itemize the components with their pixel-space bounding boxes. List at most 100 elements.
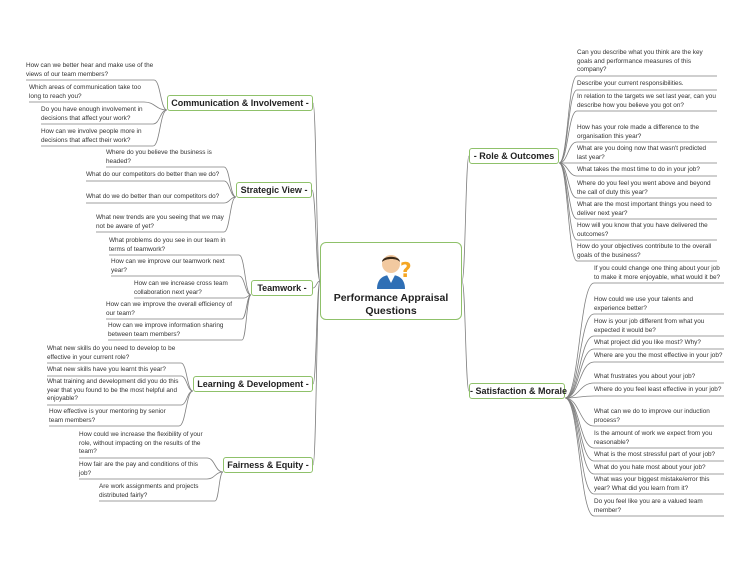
leaf-communication-1[interactable]: How can we better hear and make use of t… [26,62,154,78]
connector-line [312,280,321,289]
connector-line [311,189,321,282]
connector-line [312,102,321,282]
connector-line [223,166,237,198]
leaf-learning-4[interactable]: How effective is your mentoring by senio… [49,408,166,424]
connector-line [238,275,252,296]
leaf-fairness-3[interactable]: Are work assignments and projects distri… [99,483,199,499]
leaf-role-10[interactable]: How do your objectives contribute to the… [577,243,712,259]
leaf-satisfaction-12[interactable]: What was your biggest mistake/error this… [594,476,710,492]
connector-line [564,395,595,399]
leaf-communication-2[interactable]: Which areas of communication take too lo… [29,84,141,100]
central-topic[interactable]: ? Performance Appraisal Questions [320,242,462,320]
branch-fairness-equity[interactable]: Fairness & Equity - [223,457,313,473]
leaf-satisfaction-3[interactable]: How is your job different from what you … [594,318,705,334]
connector-line [238,254,252,296]
connector-line [564,282,595,399]
leaf-role-5[interactable]: What are you doing now that wasn't predi… [577,145,707,161]
branch-teamwork[interactable]: Teamwork - [251,280,313,296]
svg-text:?: ? [400,258,412,282]
connector-line [564,397,595,475]
leaf-role-1[interactable]: Can you describe what you think are the … [577,49,703,74]
leaf-role-2[interactable]: Describe your current responsibilities. [577,80,684,87]
connector-line [564,397,595,449]
leaf-teamwork-3[interactable]: How can we increase cross team collabora… [134,280,228,296]
leaf-satisfaction-4[interactable]: What project did you like most? Why? [594,339,701,346]
connector-line [206,471,224,480]
branch-label: Teamwork [257,283,302,293]
leaf-communication-4[interactable]: How can we involve people more in decisi… [41,128,142,144]
branch-label: Satisfaction & Morale [475,386,568,396]
connector-line [152,109,168,147]
leaf-satisfaction-5[interactable]: Where are you the most effective in your… [594,352,723,359]
connector-line [312,280,321,466]
branch-communication-involvement[interactable]: Communication & Involvement - [167,95,313,111]
connector-line [564,397,595,517]
leaf-satisfaction-9[interactable]: Is the amount of work we expect from you… [594,430,713,446]
leaf-role-6[interactable]: What takes the most time to do in your j… [577,166,700,173]
branch-label: Learning & Development [197,379,304,389]
leaf-role-8[interactable]: What are the most important things you n… [577,201,712,217]
connector-line [180,375,194,392]
leaf-learning-1[interactable]: What new skills do you need to develop t… [47,345,176,361]
central-topic-title: Performance Appraisal Questions [321,292,461,318]
connector-line [558,75,578,164]
person-question-icon: ? [377,255,412,289]
connector-line [564,335,595,399]
connector-line [558,141,578,164]
connector-line [564,348,595,399]
branch-learning-development[interactable]: Learning & Development - [193,376,313,392]
leaf-fairness-1[interactable]: How could we increase the flexibility of… [79,431,203,456]
leaf-role-7[interactable]: Where do you feel you went above and bey… [577,180,711,196]
branch-strategic-view[interactable]: Strategic View - [236,182,312,198]
leaf-satisfaction-11[interactable]: What do you hate most about your job? [594,464,706,471]
leaf-teamwork-1[interactable]: What problems do you see in our team in … [109,237,226,253]
leaf-learning-3[interactable]: What training and development did you do… [47,378,179,403]
leaf-satisfaction-6[interactable]: What frustrates you about your job? [594,373,696,380]
connector-line [558,162,578,241]
connector-line [223,196,237,233]
connector-line [461,280,470,392]
leaf-teamwork-2[interactable]: How can we improve our teamwork next yea… [111,258,225,274]
leaf-satisfaction-13[interactable]: Do you feel like you are a valued team m… [594,498,703,514]
leaf-strategic-4[interactable]: What new trends are you seeing that we m… [96,214,224,230]
leaf-role-9[interactable]: How will you know that you have delivere… [577,222,708,238]
leaf-fairness-2[interactable]: How fair are the pay and conditions of t… [79,461,199,477]
connector-line [558,110,578,164]
branch-label: Fairness & Equity [227,460,304,470]
connector-line [178,390,194,427]
leaf-learning-2[interactable]: What new skills have you learnt this yea… [47,366,166,373]
branch-role-outcomes[interactable]: - Role & Outcomes [469,148,559,164]
connector-line [564,361,595,399]
connector-line [564,313,595,399]
leaf-teamwork-5[interactable]: How can we improve information sharing b… [108,322,224,338]
leaf-communication-3[interactable]: Do you have enough involvement in decisi… [41,106,143,122]
leaf-satisfaction-8[interactable]: What can we do to improve our induction … [594,408,710,424]
connector-line [461,155,470,282]
leaf-strategic-2[interactable]: What do our competitors do better than w… [86,171,220,178]
connector-line [558,162,578,262]
connector-line [223,180,237,198]
connector-line [143,101,168,111]
connector-line [206,457,224,473]
connector-line [214,471,224,502]
leaf-role-4[interactable]: How has your role made a difference to t… [577,124,700,140]
connector-line [564,397,595,462]
branch-label: Strategic View [240,185,302,195]
leaf-strategic-3[interactable]: What do we do better than our competitor… [86,193,220,200]
branch-label: Communication & Involvement [171,98,304,108]
connector-line [312,280,321,385]
leaf-satisfaction-2[interactable]: How could we use your talents and experi… [594,296,694,312]
branch-label: Role & Outcomes [479,151,555,161]
connector-line [241,294,252,341]
leaf-satisfaction-10[interactable]: What is the most stressful part of your … [594,451,716,458]
leaf-role-3[interactable]: In relation to the targets we set last y… [577,93,716,109]
leaf-strategic-1[interactable]: Where do you believe the business is hea… [106,149,212,165]
branch-satisfaction-morale[interactable]: - Satisfaction & Morale [469,383,568,399]
central-title-line1: Performance Appraisal [333,292,449,304]
leaf-satisfaction-7[interactable]: Where do you feel least effective in you… [594,386,722,393]
leaf-satisfaction-1[interactable]: If you could change one thing about your… [594,265,721,281]
leaf-teamwork-4[interactable]: How can we improve the overall efficienc… [106,301,232,317]
connector-line [153,79,168,111]
